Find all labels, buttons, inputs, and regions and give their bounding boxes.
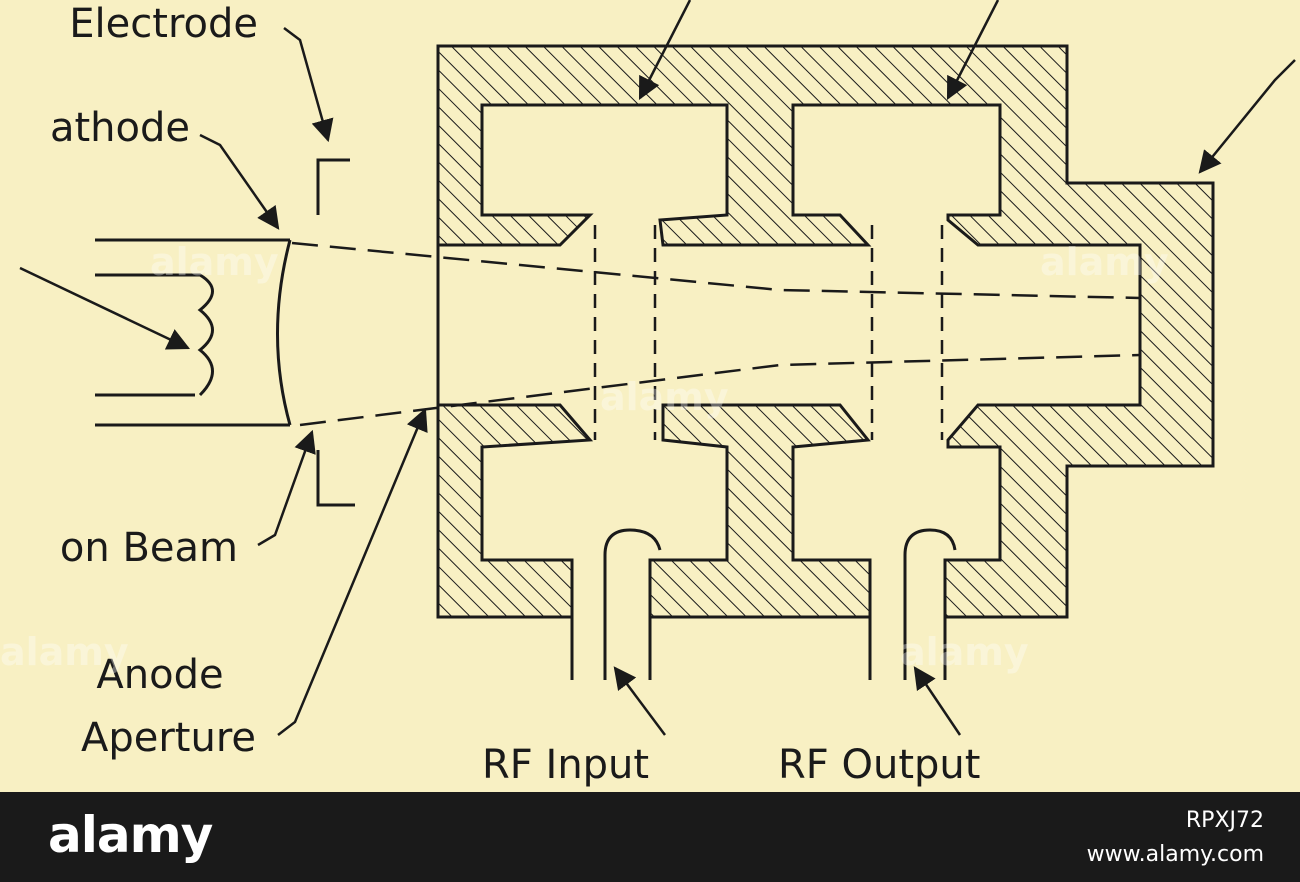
rf-output-coax [868,528,957,680]
label-aperture: Aperture [80,715,256,761]
electron-beam [291,241,1141,427]
label-rf-output: RF Output [778,742,981,788]
watermark: alamy [900,630,1029,674]
label-cathode: athode [49,105,190,151]
leader-arrows [19,0,1296,736]
watermark: alamy [150,240,279,284]
gap-grids [593,225,944,440]
resonator-body [436,44,1215,619]
rf-input-coax [570,528,662,680]
klystron-diagram: Electrode athode on Beam Anode Aperture … [0,0,1296,788]
alamy-logo: alamy [48,806,213,864]
footer-url: www.alamy.com [1086,842,1264,867]
image-code: RPXJ72 [1185,808,1264,833]
watermark: alamy [600,375,729,419]
diagram-drawing [19,0,1296,736]
footer-bar: alamy RPXJ72 www.alamy.com [0,792,1300,882]
focus-electrode [316,158,355,507]
watermark: alamy [1040,240,1169,284]
cathode [95,238,292,427]
label-anode: Anode [96,652,224,698]
label-electron-beam: on Beam [59,525,238,571]
label-rf-input: RF Input [482,742,650,788]
label-electrode: Electrode [69,1,258,47]
watermark: alamy [0,630,129,674]
